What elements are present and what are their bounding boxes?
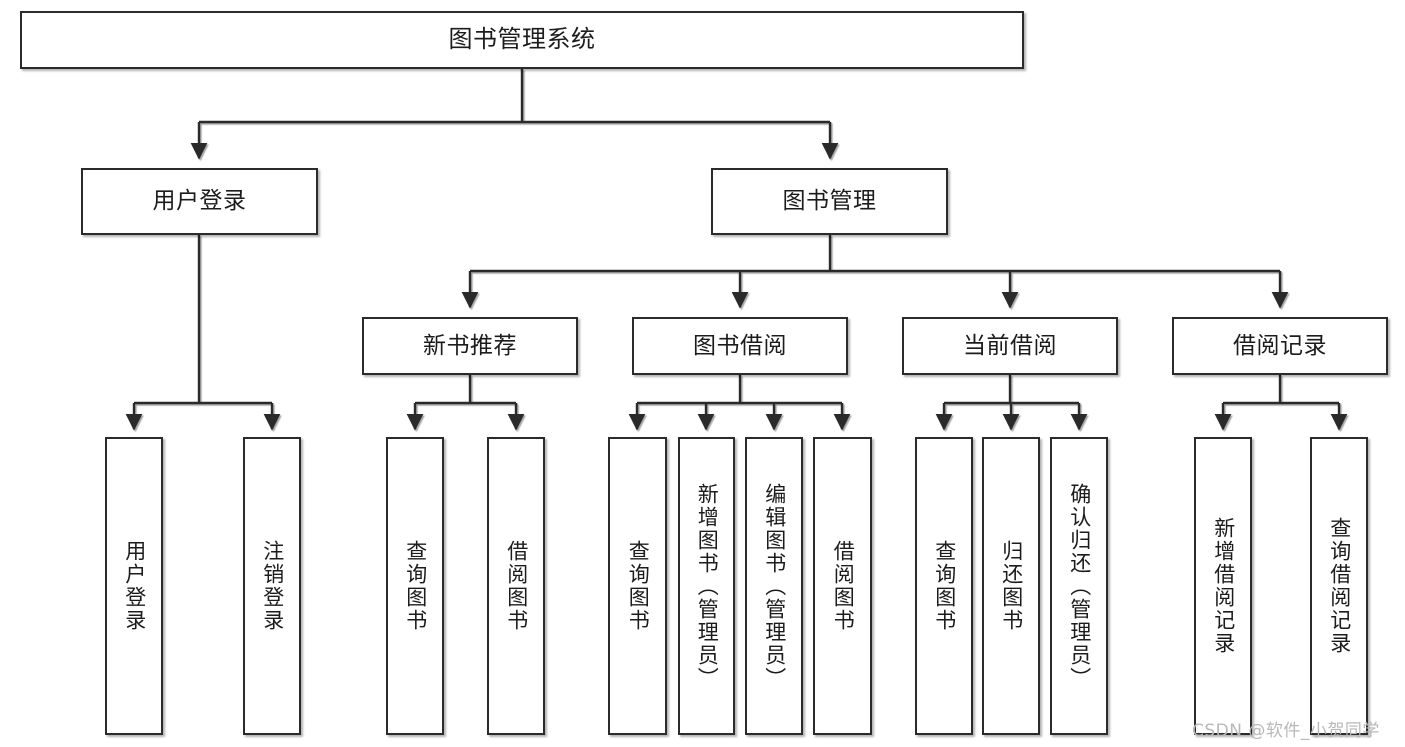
node-label: 查询图书 (403, 540, 428, 632)
node-label: 借阅图书 (831, 540, 856, 632)
node-new-book-recommend[interactable]: 新书推荐 (362, 317, 578, 375)
node-root-system[interactable]: 图书管理系统 (20, 11, 1024, 69)
node-label: 确认归还（管理员） (1067, 482, 1092, 690)
node-label: 用户登录 (152, 188, 247, 215)
node-label: 借阅图书 (504, 540, 529, 632)
leaf-node-query-book-recommend[interactable]: 查询图书 (386, 437, 444, 735)
leaf-node-add-book[interactable]: 新增图书（管理员） (678, 437, 735, 735)
node-label: 图书管理 (782, 188, 877, 215)
leaf-node-user-login[interactable]: 用户登录 (105, 437, 163, 735)
node-label: 图书管理系统 (448, 25, 596, 54)
leaf-node-query-book-current[interactable]: 查询图书 (915, 437, 973, 735)
leaf-node-logout-login[interactable]: 注销登录 (243, 437, 301, 735)
csdn-watermark: CSDN @软件_小贺同学 (1192, 721, 1380, 741)
leaf-node-borrow-book-recommend[interactable]: 借阅图书 (487, 437, 545, 735)
node-label: 新增借阅记录 (1211, 517, 1236, 655)
leaf-node-query-borrow-record[interactable]: 查询借阅记录 (1310, 437, 1368, 735)
node-borrow-record[interactable]: 借阅记录 (1172, 317, 1388, 375)
leaf-node-add-borrow-record[interactable]: 新增借阅记录 (1194, 437, 1252, 735)
leaf-node-return-book[interactable]: 归还图书 (982, 437, 1040, 735)
node-user-login[interactable]: 用户登录 (81, 168, 318, 235)
node-label: 用户登录 (122, 540, 147, 632)
node-label: 查询借阅记录 (1327, 517, 1352, 655)
node-label: 新书推荐 (423, 332, 517, 359)
node-label: 当前借阅 (963, 332, 1057, 359)
node-label: 借阅记录 (1233, 332, 1327, 359)
node-book-management[interactable]: 图书管理 (711, 168, 948, 235)
leaf-node-query-book-borrow[interactable]: 查询图书 (608, 437, 667, 735)
leaf-node-borrow-book[interactable]: 借阅图书 (813, 437, 872, 735)
leaf-node-edit-book[interactable]: 编辑图书（管理员） (745, 437, 803, 735)
node-label: 图书借阅 (693, 332, 787, 359)
node-label: 归还图书 (999, 540, 1024, 632)
leaf-node-confirm-return[interactable]: 确认归还（管理员） (1050, 437, 1108, 735)
node-label: 编辑图书（管理员） (762, 482, 787, 690)
node-label: 查询图书 (932, 540, 957, 632)
node-current-borrow[interactable]: 当前借阅 (902, 317, 1118, 375)
node-book-borrow[interactable]: 图书借阅 (632, 317, 848, 375)
node-label: 查询图书 (626, 540, 651, 632)
node-label: 新增图书（管理员） (695, 482, 720, 690)
node-label: 注销登录 (260, 540, 285, 632)
